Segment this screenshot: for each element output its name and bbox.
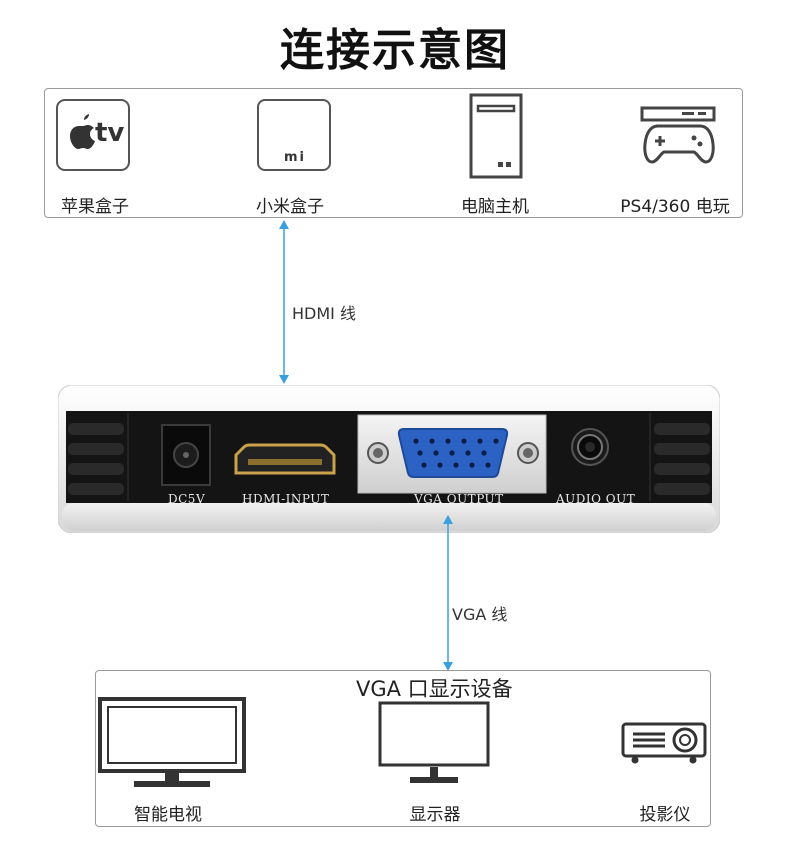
page-title: 连接示意图: [280, 25, 510, 76]
game-console-icon: [636, 100, 720, 170]
pc-host-label: 电脑主机: [461, 197, 529, 217]
monitor-icon: [378, 701, 490, 787]
hdmi-input-label: HDMI-INPUT: [242, 492, 330, 506]
apple-tv-icon: [55, 98, 131, 172]
hdmi-link-arrow: [277, 220, 291, 384]
vga-output-label: VGA OUTPUT: [414, 492, 504, 506]
monitor-label: 显示器: [409, 805, 461, 825]
hdmi-link-label: HDMI 线: [292, 304, 356, 323]
displays-heading: VGA 口显示设备: [356, 677, 513, 701]
projector-label: 投影仪: [639, 805, 691, 825]
converter-device: [58, 385, 720, 533]
smart-tv-label: 智能电视: [134, 805, 202, 825]
mi-box-label: 小米盒子: [256, 197, 324, 217]
apple-tv-logo-text: tv: [95, 118, 125, 148]
pc-tower-icon: [468, 92, 524, 180]
audio-out-label: AUDIO OUT: [556, 492, 636, 506]
apple-tv-label: 苹果盒子: [61, 197, 129, 217]
smart-tv-icon: [98, 697, 248, 793]
vga-link-arrow: [441, 515, 455, 671]
vga-link-label: VGA 线: [452, 605, 508, 624]
mi-box-logo-text: mi: [284, 150, 307, 165]
mi-box-icon: [256, 98, 332, 172]
projector-icon: [621, 720, 709, 768]
dc-port-label: DC5V: [168, 492, 206, 506]
console-label: PS4/360 电玩: [620, 197, 730, 217]
source-devices-box: [44, 88, 743, 218]
